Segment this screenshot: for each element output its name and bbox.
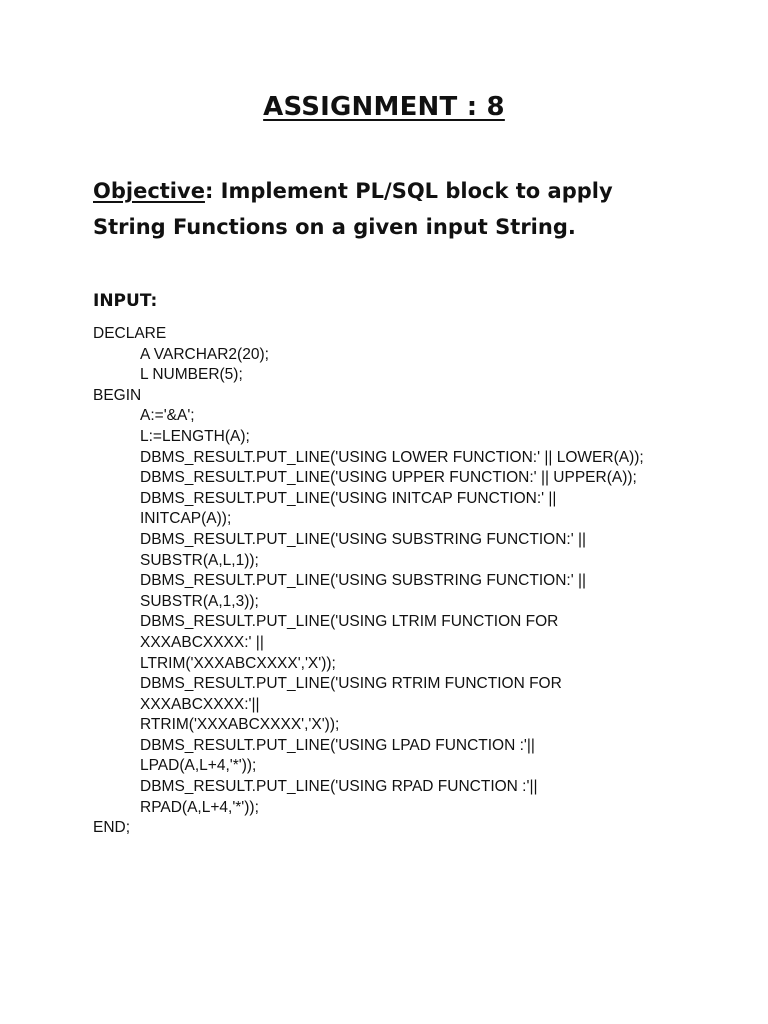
assignment-title: ASSIGNMENT : 8 xyxy=(0,88,768,126)
code-line: DBMS_RESULT.PUT_LINE('USING LOWER FUNCTI… xyxy=(140,448,644,466)
code-line: INITCAP(A)); xyxy=(140,510,232,528)
code-line: RTRIM('XXXABCXXXX','X')); xyxy=(140,716,340,734)
code-line: DBMS_RESULT.PUT_LINE('USING SUBSTRING FU… xyxy=(140,572,587,590)
assignment-title-text: ASSIGNMENT : 8 xyxy=(263,92,505,122)
code-line: L NUMBER(5); xyxy=(140,366,243,384)
objective-text-2: String Functions on a given input String… xyxy=(93,215,576,239)
objective-text-1: : Implement PL/SQL block to apply xyxy=(204,179,613,203)
code-line: A:='&A'; xyxy=(140,407,195,425)
objective-label: Objective xyxy=(93,179,205,203)
code-line: SUBSTR(A,1,3)); xyxy=(140,592,259,610)
code-line: XXXABCXXXX:'|| xyxy=(140,695,260,713)
objective-block: Objective: Implement PL/SQL block to app… xyxy=(93,173,693,245)
objective-line-1: Objective: Implement PL/SQL block to app… xyxy=(93,173,693,209)
code-line: DBMS_RESULT.PUT_LINE('USING UPPER FUNCTI… xyxy=(140,469,637,487)
code-line: RPAD(A,L+4,'*')); xyxy=(140,798,259,816)
code-line: XXXABCXXXX:' || xyxy=(140,633,264,651)
code-line: DBMS_RESULT.PUT_LINE('USING LTRIM FUNCTI… xyxy=(140,613,559,631)
code-line: DBMS_RESULT.PUT_LINE('USING SUBSTRING FU… xyxy=(140,530,587,548)
code-line: BEGIN xyxy=(93,386,142,404)
code-line: LTRIM('XXXABCXXXX','X')); xyxy=(140,654,336,672)
code-block: DECLARE A VARCHAR2(20); L NUMBER(5); BEGIN A… xyxy=(93,324,733,839)
code-line: LPAD(A,L+4,'*')); xyxy=(140,757,257,775)
code-line: L:=LENGTH(A); xyxy=(140,427,250,445)
code-line: DECLARE xyxy=(93,325,167,342)
code-line: DBMS_RESULT.PUT_LINE('USING INITCAP FUNC… xyxy=(140,489,557,507)
code-line: SUBSTR(A,L,1)); xyxy=(140,551,259,569)
code-line: END; xyxy=(93,819,131,837)
code-line: A VARCHAR2(20); xyxy=(140,345,269,363)
code-line: DBMS_RESULT.PUT_LINE('USING RTRIM FUNCTI… xyxy=(140,675,562,693)
input-heading: INPUT: xyxy=(93,291,158,311)
code-line: DBMS_RESULT.PUT_LINE('USING LPAD FUNCTIO… xyxy=(140,736,535,754)
code-line: DBMS_RESULT.PUT_LINE('USING RPAD FUNCTIO… xyxy=(140,778,538,796)
